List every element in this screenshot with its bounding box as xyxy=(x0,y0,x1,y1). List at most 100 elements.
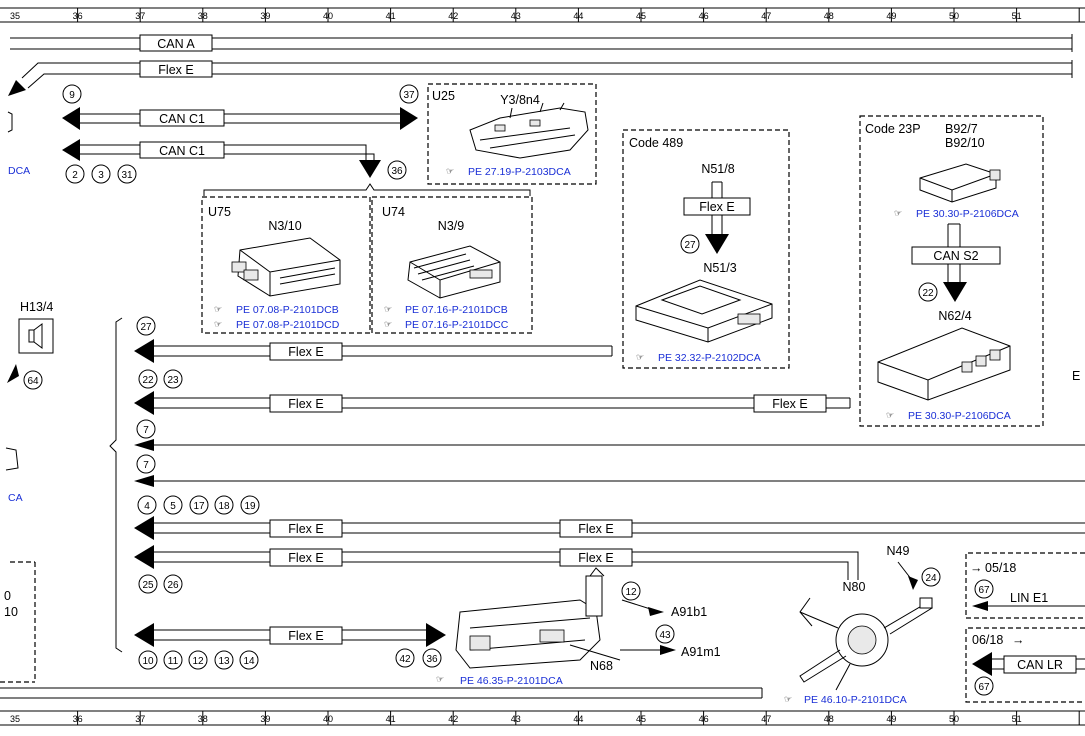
svg-text:67: 67 xyxy=(978,682,990,693)
svg-text:4: 4 xyxy=(144,501,150,512)
svg-text:27: 27 xyxy=(140,322,152,333)
svg-text:☞: ☞ xyxy=(214,319,222,329)
ruler-label: 39 xyxy=(260,714,270,724)
flex-e-bus-row-27: 27 Flex E xyxy=(134,316,613,363)
svg-text:N3/10: N3/10 xyxy=(268,219,301,233)
ruler-label: 45 xyxy=(636,11,646,21)
steering-rack-icon xyxy=(455,567,605,669)
svg-text:PE 30.30-P-2106DCA: PE 30.30-P-2106DCA xyxy=(916,208,1019,220)
svg-text:PE 46.10-P-2101DCA: PE 46.10-P-2101DCA xyxy=(804,694,907,706)
svg-text:PE 07.16-P-2101DCB: PE 07.16-P-2101DCB xyxy=(405,304,508,316)
svg-text:9: 9 xyxy=(69,90,75,101)
svg-text:67: 67 xyxy=(978,585,990,596)
svg-text:26: 26 xyxy=(167,580,179,591)
ruler-label: 36 xyxy=(73,11,83,21)
ruler-label: 36 xyxy=(73,714,83,724)
svg-text:Flex E: Flex E xyxy=(578,551,613,565)
svg-text:☞: ☞ xyxy=(636,352,644,362)
ruler-label: 50 xyxy=(949,11,959,21)
ruler-label: 50 xyxy=(949,714,959,724)
svg-text:Flex E: Flex E xyxy=(158,63,193,77)
left-edge-fragments: DCA CA 0 10 xyxy=(0,111,36,683)
svg-text:0: 0 xyxy=(4,589,11,603)
svg-text:43: 43 xyxy=(659,630,671,641)
svg-text:☞: ☞ xyxy=(784,694,792,704)
ruler-label: 37 xyxy=(135,714,145,724)
ruler-label: 46 xyxy=(699,11,709,21)
svg-text:10: 10 xyxy=(4,605,18,619)
ruler-label: 48 xyxy=(824,714,834,724)
svg-text:N62/4: N62/4 xyxy=(938,309,971,323)
svg-text:23: 23 xyxy=(167,375,179,386)
ruler-label: 51 xyxy=(1012,11,1022,21)
svg-text:☞: ☞ xyxy=(214,304,222,314)
ruler-label: 37 xyxy=(135,11,145,21)
svg-text:22: 22 xyxy=(142,375,154,386)
group-date-06-18: 06/18 → CAN LR 67 xyxy=(965,627,1085,703)
ruler-label: 42 xyxy=(448,714,458,724)
svg-text:CAN S2: CAN S2 xyxy=(933,249,978,263)
module-n62-4-icon xyxy=(877,327,1011,401)
svg-text:Code 23P: Code 23P xyxy=(865,122,921,136)
group-u74: U74 N3/9 ☞ PE 07.16-P-2101DCB ☞ PE 07.16… xyxy=(371,196,533,334)
svg-text:PE 46.35-P-2101DCA: PE 46.35-P-2101DCA xyxy=(460,675,563,687)
ruler-label: 47 xyxy=(761,11,771,21)
svg-text:12: 12 xyxy=(192,656,204,667)
svg-text:31: 31 xyxy=(121,170,133,181)
svg-text:☞: ☞ xyxy=(384,304,392,314)
ruler-label: 45 xyxy=(636,714,646,724)
svg-text:PE 07.08-P-2101DCB: PE 07.08-P-2101DCB xyxy=(236,304,339,316)
ecu-n3-10-icon xyxy=(231,237,341,297)
svg-text:36: 36 xyxy=(391,166,403,177)
flex-e-bus-row-25: Flex E Flex E 25 26 xyxy=(134,545,859,594)
ruler-label: 46 xyxy=(699,714,709,724)
svg-text:N3/9: N3/9 xyxy=(438,219,464,233)
svg-text:2: 2 xyxy=(72,170,78,181)
ruler-label: 51 xyxy=(1012,714,1022,724)
svg-text:13: 13 xyxy=(218,656,230,667)
svg-text:A91b1: A91b1 xyxy=(671,605,707,619)
module-n51-3-icon xyxy=(635,279,773,343)
can-c1-bus-1: CAN C1 xyxy=(62,107,418,130)
group-code-23p: Code 23P B92/7 B92/10 ☞ PE 30.30-P-2106D… xyxy=(859,115,1044,427)
ruler-label: 43 xyxy=(511,714,521,724)
svg-text:14: 14 xyxy=(243,656,255,667)
svg-text:10: 10 xyxy=(142,656,154,667)
ruler-label: 35 xyxy=(10,714,20,724)
ruler-label: 39 xyxy=(260,11,270,21)
svg-text:42: 42 xyxy=(399,654,411,665)
svg-text:25: 25 xyxy=(142,580,154,591)
svg-text:LIN E1: LIN E1 xyxy=(1010,591,1048,605)
svg-text:→: → xyxy=(1012,633,1025,647)
component-steering-rack: 12 A91b1 43 A91m1 N68 ☞ PE 46.35-P-2101D… xyxy=(436,567,721,687)
svg-text:Flex E: Flex E xyxy=(288,629,323,643)
svg-text:12: 12 xyxy=(625,587,637,598)
group-u25: U25 Y3/8n4 PE 27.19-P-2103DCA ☞ xyxy=(427,83,597,185)
svg-text:24: 24 xyxy=(925,573,937,584)
svg-text:Flex E: Flex E xyxy=(699,200,734,214)
bottom-bus xyxy=(0,687,763,699)
ruler-label: 35 xyxy=(10,11,20,21)
svg-text:N68: N68 xyxy=(590,659,613,673)
ruler-label: 42 xyxy=(448,11,458,21)
svg-text:B92/7: B92/7 xyxy=(945,122,978,136)
svg-text:18: 18 xyxy=(218,501,230,512)
svg-text:☞: ☞ xyxy=(886,410,894,420)
svg-text:PE 32.32-P-2102DCA: PE 32.32-P-2102DCA xyxy=(658,352,761,364)
svg-text:05/18: 05/18 xyxy=(985,561,1016,575)
svg-text:U74: U74 xyxy=(382,205,405,219)
svg-text:☞: ☞ xyxy=(894,208,902,218)
svg-text:64: 64 xyxy=(27,376,39,387)
ruler-label: 49 xyxy=(886,11,896,21)
svg-text:7: 7 xyxy=(143,460,149,471)
svg-text:B92/10: B92/10 xyxy=(945,136,985,150)
svg-text:N51/3: N51/3 xyxy=(703,261,736,275)
flex-e-bus-row-10: Flex E 10 11 12 13 14 42 36 xyxy=(134,623,446,670)
can-a-label: CAN A xyxy=(157,37,195,51)
ecu-n3-9-icon xyxy=(407,245,501,299)
svg-text:→: → xyxy=(970,561,983,575)
svg-text:5: 5 xyxy=(170,501,176,512)
svg-text:☞: ☞ xyxy=(384,319,392,329)
flex-e-bus-row-4: 4 5 17 18 19 Flex E Flex E xyxy=(134,495,1085,540)
